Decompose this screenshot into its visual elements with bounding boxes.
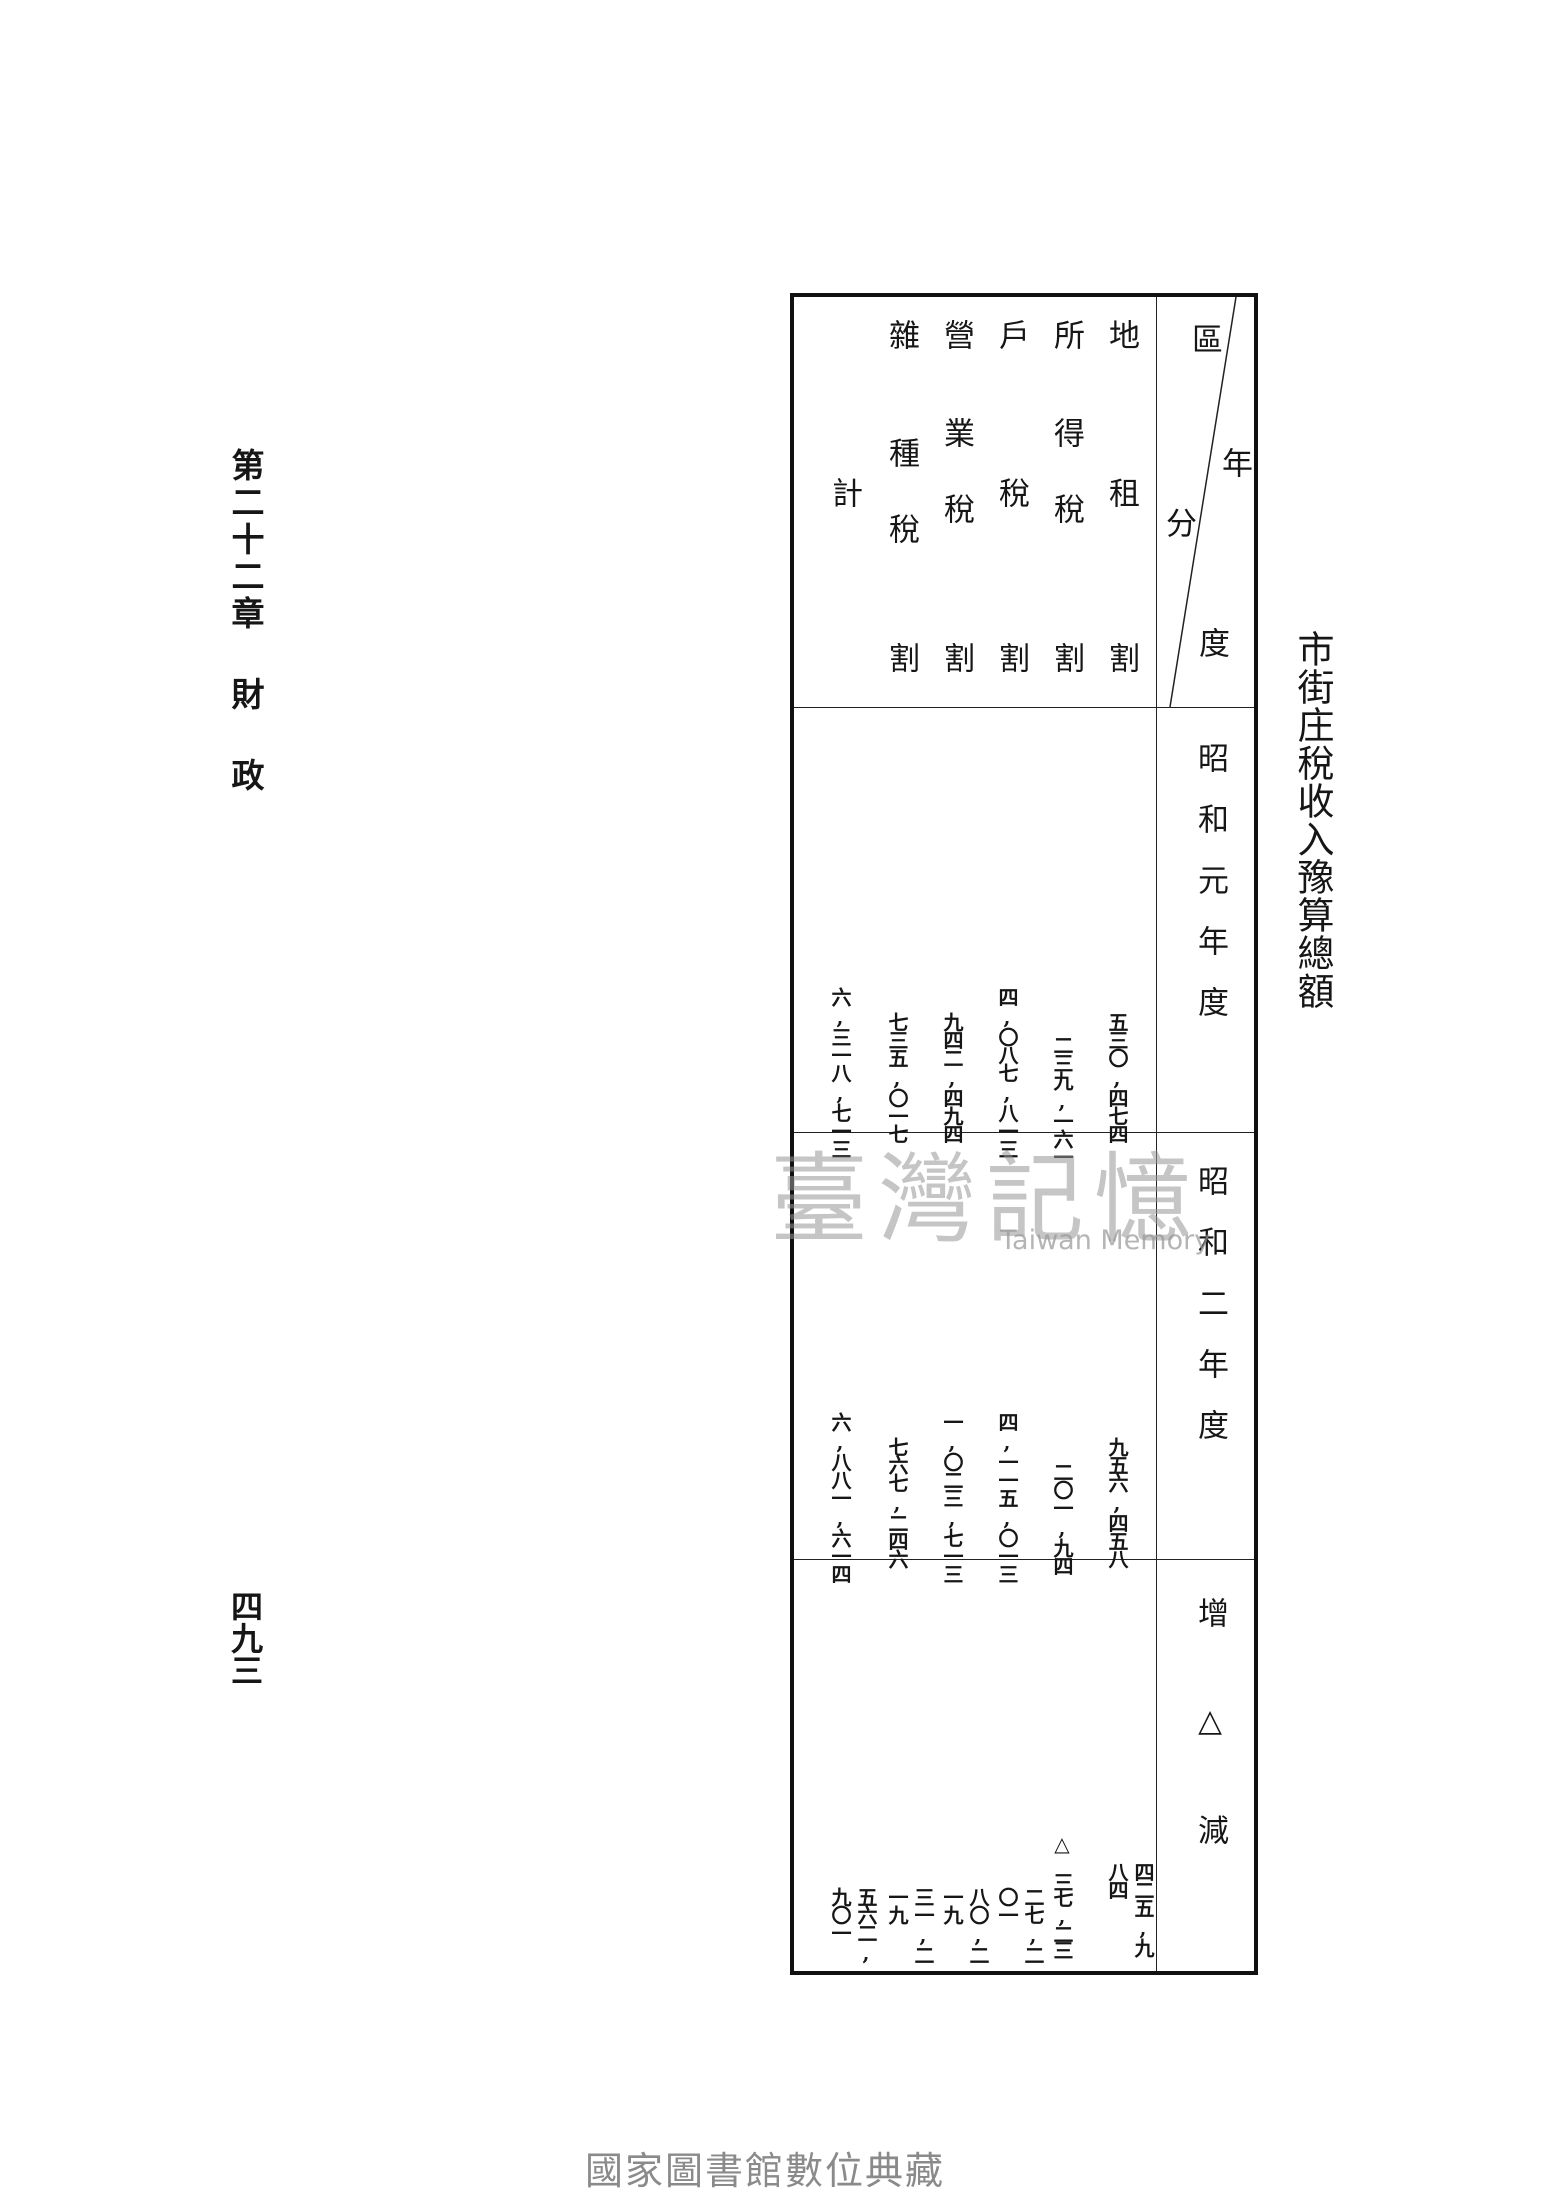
value-r2-c3: △ 三七,二三: [1050, 1832, 1074, 1956]
corner-top: 年: [1216, 447, 1252, 478]
page-number: 四九三: [226, 1590, 264, 1686]
row-4-label-2: 業稅: [938, 417, 974, 569]
corner-right-bottom: 度: [1193, 627, 1229, 658]
value-r1-c1: 五三〇,四七四: [1105, 1012, 1129, 1142]
chapter-heading: 第二十二章財政: [225, 448, 265, 795]
section-char-1: 財: [226, 677, 265, 714]
section-char-2: 政: [226, 758, 265, 795]
column-header-3: 增△減: [1192, 1597, 1228, 1920]
chapter-label: 第二十二章: [226, 448, 265, 633]
row-3-label-1: 戶: [993, 319, 1029, 350]
value-r5-c1: 七三五,〇一七: [885, 1012, 909, 1142]
value-r5-c3: 三一,二一九: [885, 1887, 935, 1963]
row-4-label-3: 割: [938, 642, 974, 673]
row-2-label-3: 割: [1048, 642, 1084, 673]
column-header-2: 昭和二年度: [1192, 1165, 1228, 1470]
value-r1-c3: 四二五,九八四: [1105, 1862, 1155, 1956]
row-total-label: 計: [826, 477, 862, 508]
watermark-text: Taiwan Memory: [1000, 1225, 1211, 1256]
row-5-label-3: 割: [883, 642, 919, 673]
label-divider: [1156, 297, 1157, 1971]
value-r3-c2: 四,一一五,〇一三: [995, 1412, 1019, 1582]
tax-table: 區 年 分 度 昭和元年度 昭和二年度 增△減 地 租 割 所 得稅 割 戶 稅…: [790, 293, 1258, 1975]
table-title: 市街庄稅收入豫算總額: [1291, 630, 1334, 1010]
watermark-logo: 臺灣記憶: [770, 1143, 1203, 1257]
corner-bottom-left: 分: [1160, 507, 1196, 538]
corner-diagonal: [1169, 297, 1237, 707]
value-r6-c1: 六,三一八,七一三: [828, 987, 852, 1157]
row-4-label-1: 營: [938, 319, 974, 350]
value-r6-c3: 五六二,九〇一: [828, 1887, 878, 1963]
row-1-label-3: 割: [1103, 642, 1139, 673]
row-2-label-1: 所: [1048, 319, 1084, 350]
row-3-label-3: 割: [993, 642, 1029, 673]
value-r2-c2: 二〇一,九四: [1050, 1462, 1074, 1574]
value-r4-c2: 一,〇二三,七一三: [940, 1412, 964, 1582]
column-header-1: 昭和元年度: [1192, 742, 1228, 1047]
header-divider: [794, 707, 1254, 708]
row-3-label-2: 稅: [993, 477, 1029, 508]
row-5-label-2: 種稅: [883, 437, 919, 589]
col-divider-2: [794, 1559, 1254, 1560]
row-5-label-1: 雜: [883, 319, 919, 350]
value-r3-c3: 二七,二〇一: [995, 1887, 1045, 1963]
value-r4-c3: 八〇,二一九: [940, 1887, 990, 1963]
value-r6-c2: 六,八八一,六一四: [828, 1412, 852, 1582]
value-r4-c1: 九四二,四九四: [940, 1012, 964, 1142]
row-1-label-1: 地: [1103, 319, 1139, 350]
value-r3-c1: 四,〇八七,八一三: [995, 987, 1019, 1157]
row-2-label-2: 得稅: [1048, 417, 1084, 569]
value-r2-c1: 二三九,一六一: [1050, 1035, 1074, 1165]
value-r5-c2: 七六七,二四六: [885, 1437, 909, 1567]
row-1-label-2: 租: [1103, 477, 1139, 508]
value-r1-c2: 九五六,四五八: [1105, 1437, 1129, 1567]
corner-left-top: 區: [1186, 323, 1222, 354]
col-divider-1: [794, 1132, 1254, 1133]
footer-archive-label: 國家圖書館數位典藏: [585, 2149, 946, 2193]
